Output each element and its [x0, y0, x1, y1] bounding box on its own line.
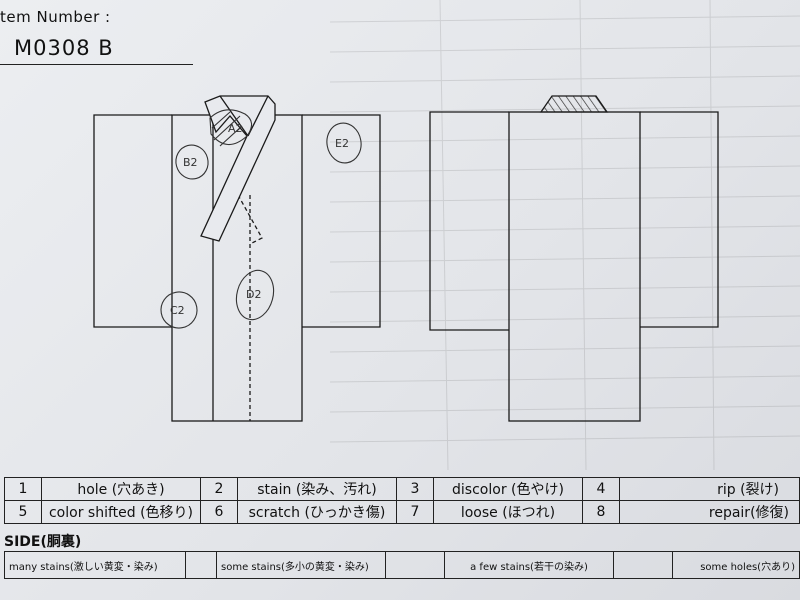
mark-b2: B2: [183, 156, 198, 169]
mark-e2: E2: [335, 137, 349, 150]
item-number-label: tem Number :: [0, 8, 111, 26]
side-option-some-stains: some stains(多小の黄変・染み): [216, 551, 386, 579]
mark-a2: A2: [228, 122, 243, 135]
bleed-through-lines: [330, 0, 800, 470]
side-section-title: SIDE(胴裏): [4, 534, 82, 550]
key-label: scratch (ひっかき傷): [237, 500, 397, 524]
key-label: loose (ほつれ): [433, 500, 583, 524]
side-check-box: [613, 551, 673, 579]
kimono-back-view: [429, 95, 719, 422]
side-option-few-stains: a few stains(若干の染み): [444, 551, 614, 579]
kimono-front-view: [93, 95, 381, 422]
side-check-box: [385, 551, 445, 579]
key-number: 8: [582, 500, 620, 524]
side-condition-table: many stains(激しい黄変・染み) some stains(多小の黄変・…: [4, 551, 800, 579]
side-option-some-holes: some holes(穴あり): [672, 551, 800, 579]
key-number: 2: [200, 477, 238, 501]
mark-d2: D2: [246, 288, 261, 301]
key-label: hole (穴あき): [41, 477, 201, 501]
key-number: 1: [4, 477, 42, 501]
mark-c2: C2: [170, 304, 185, 317]
kimono-diagram: A2 B2 E2 C2 D2: [93, 95, 719, 422]
table-row: 1 hole (穴あき) 2 stain (染み、汚れ) 3 discolor …: [4, 477, 800, 501]
key-label: repair(修復): [619, 500, 800, 524]
key-label: color shifted (色移り): [41, 500, 201, 524]
item-number-value: M0308 B: [14, 36, 114, 60]
key-number: 7: [396, 500, 434, 524]
key-number: 4: [582, 477, 620, 501]
condition-key-table: 1 hole (穴あき) 2 stain (染み、汚れ) 3 discolor …: [4, 477, 800, 524]
key-number: 5: [4, 500, 42, 524]
key-label: discolor (色やけ): [433, 477, 583, 501]
table-row: 5 color shifted (色移り) 6 scratch (ひっかき傷) …: [4, 500, 800, 524]
item-number-underline: [0, 64, 193, 65]
key-number: 6: [200, 500, 238, 524]
table-row: many stains(激しい黄変・染み) some stains(多小の黄変・…: [4, 551, 800, 579]
side-option-many-stains: many stains(激しい黄変・染み): [4, 551, 186, 579]
front-defect-marks: A2 B2 E2 C2 D2: [160, 109, 362, 329]
key-label: rip (裂け): [619, 477, 800, 501]
side-check-box: [185, 551, 217, 579]
key-label: stain (染み、汚れ): [237, 477, 397, 501]
key-number: 3: [396, 477, 434, 501]
